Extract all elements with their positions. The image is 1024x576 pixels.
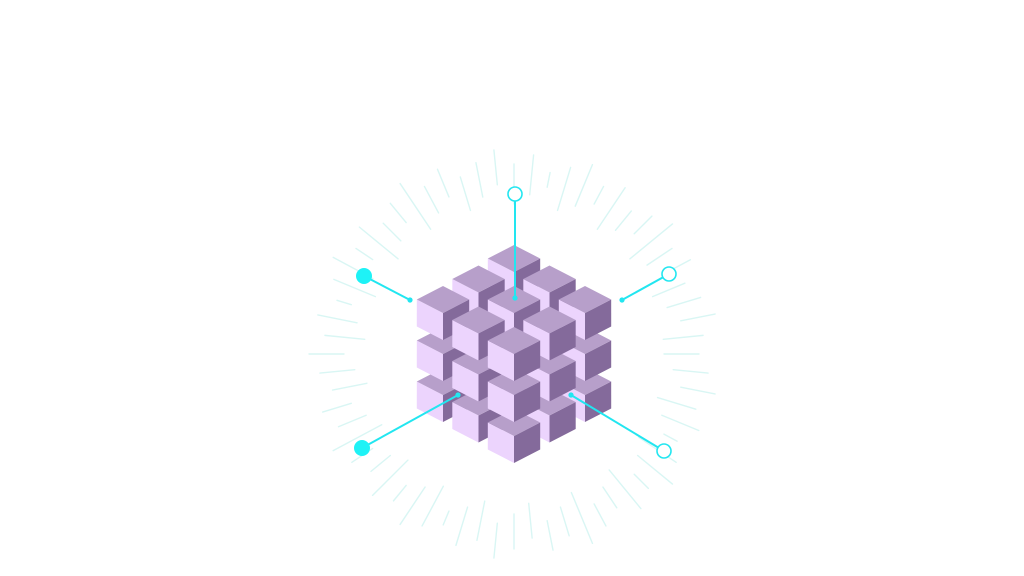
burst-ray xyxy=(333,278,377,298)
burst-ray xyxy=(331,382,368,391)
burst-ray xyxy=(399,486,426,526)
connector-upper-left xyxy=(356,268,413,303)
light-burst xyxy=(308,149,716,559)
burst-ray xyxy=(672,368,709,374)
burst-ray xyxy=(651,282,686,298)
burst-ray xyxy=(355,247,374,261)
connector-node-lower-left xyxy=(354,440,370,456)
burst-ray xyxy=(370,454,392,473)
burst-ray xyxy=(389,202,407,224)
burst-ray xyxy=(493,149,499,186)
burst-ray xyxy=(528,154,535,196)
connector-leads-back xyxy=(356,266,677,303)
burst-ray xyxy=(656,396,697,410)
cube-cluster xyxy=(416,245,612,463)
burst-ray xyxy=(614,210,633,232)
burst-ray xyxy=(319,368,356,374)
burst-ray xyxy=(596,187,626,230)
burst-ray xyxy=(608,469,642,510)
burst-ray xyxy=(321,402,353,413)
burst-ray xyxy=(332,424,383,452)
burst-ray xyxy=(662,334,704,340)
cube xyxy=(487,409,541,463)
burst-ray xyxy=(528,502,533,539)
burst-ray xyxy=(382,222,402,242)
burst-ray xyxy=(661,414,700,432)
burst-ray xyxy=(317,314,358,324)
burst-ray xyxy=(633,473,650,490)
burst-ray xyxy=(324,334,366,340)
burst-ray xyxy=(459,176,472,212)
connector-leads-front xyxy=(354,186,672,459)
burst-ray xyxy=(646,247,673,266)
connector-node-upper-left xyxy=(356,268,372,284)
burst-ray xyxy=(475,162,484,198)
burst-ray xyxy=(442,510,450,526)
connector-upper-right xyxy=(619,266,677,303)
burst-ray xyxy=(392,484,407,502)
cube xyxy=(487,327,541,381)
burst-ray xyxy=(455,506,469,547)
burst-ray xyxy=(371,459,409,497)
burst-ray xyxy=(493,522,499,559)
burst-ray xyxy=(358,226,399,260)
burst-ray xyxy=(421,485,444,527)
burst-ray xyxy=(546,520,554,551)
burst-ray xyxy=(663,433,678,442)
burst-ray xyxy=(593,185,605,205)
connector-lower-right xyxy=(568,392,672,459)
burst-ray xyxy=(666,296,702,309)
connector-node-upper-right xyxy=(661,266,677,282)
burst-ray xyxy=(546,171,551,188)
burst-ray xyxy=(629,223,674,260)
burst-ray xyxy=(476,500,486,542)
burst-ray xyxy=(337,414,367,428)
burst-ray xyxy=(593,503,607,527)
burst-ray xyxy=(399,182,432,230)
burst-ray xyxy=(423,185,440,214)
connector-node-top xyxy=(507,186,523,202)
connector-lower-left xyxy=(354,392,461,456)
burst-ray xyxy=(574,163,594,207)
burst-ray xyxy=(559,506,570,537)
connector-node-lower-right xyxy=(656,443,672,459)
burst-ray xyxy=(680,313,716,322)
burst-ray xyxy=(336,299,353,306)
burst-ray xyxy=(436,168,450,198)
burst-ray xyxy=(636,454,674,485)
burst-ray xyxy=(570,491,594,545)
burst-ray xyxy=(602,486,618,509)
cube xyxy=(487,368,541,422)
connector-top xyxy=(507,186,523,301)
burst-ray xyxy=(556,166,572,212)
burst-ray xyxy=(633,215,653,235)
burst-ray xyxy=(680,386,716,395)
